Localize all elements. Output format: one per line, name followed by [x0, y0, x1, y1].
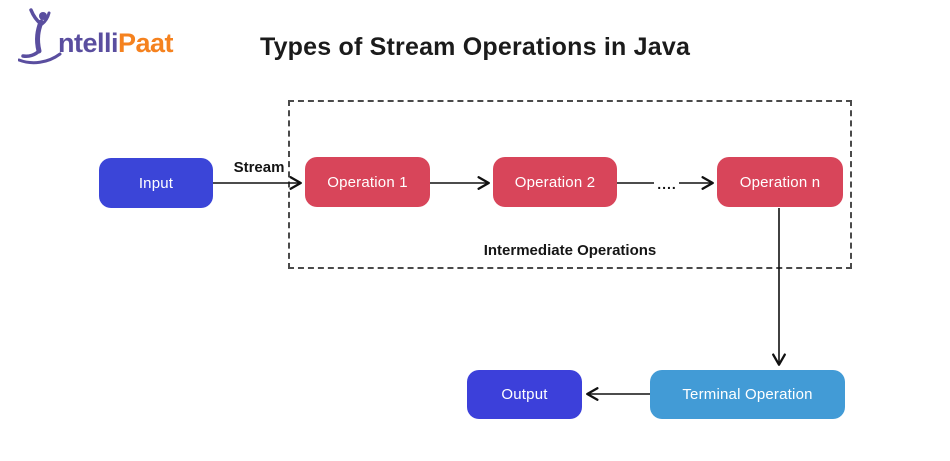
node-operation-2: Operation 2 [493, 157, 617, 207]
stream-arrow-label: Stream [233, 159, 285, 176]
node-output: Output [467, 370, 582, 419]
intermediate-operations-label: Intermediate Operations [483, 242, 657, 259]
intellipaat-logo: ntelliPaat [18, 8, 174, 66]
intermediate-operations-group: Intermediate Operations [288, 100, 852, 269]
logo-text-prefix: ntelli [58, 28, 119, 58]
node-operation-n: Operation n [717, 157, 843, 207]
node-operation-1: Operation 1 [305, 157, 430, 207]
logo-figure-icon [18, 8, 64, 66]
logo-text-suffix: Paat [118, 28, 174, 58]
ellipsis-dots: .... [657, 176, 677, 192]
node-terminal-operation: Terminal Operation [650, 370, 845, 419]
node-input: Input [99, 158, 213, 208]
page-title: Types of Stream Operations in Java [259, 33, 691, 61]
logo-wordmark: ntelliPaat [58, 28, 174, 66]
